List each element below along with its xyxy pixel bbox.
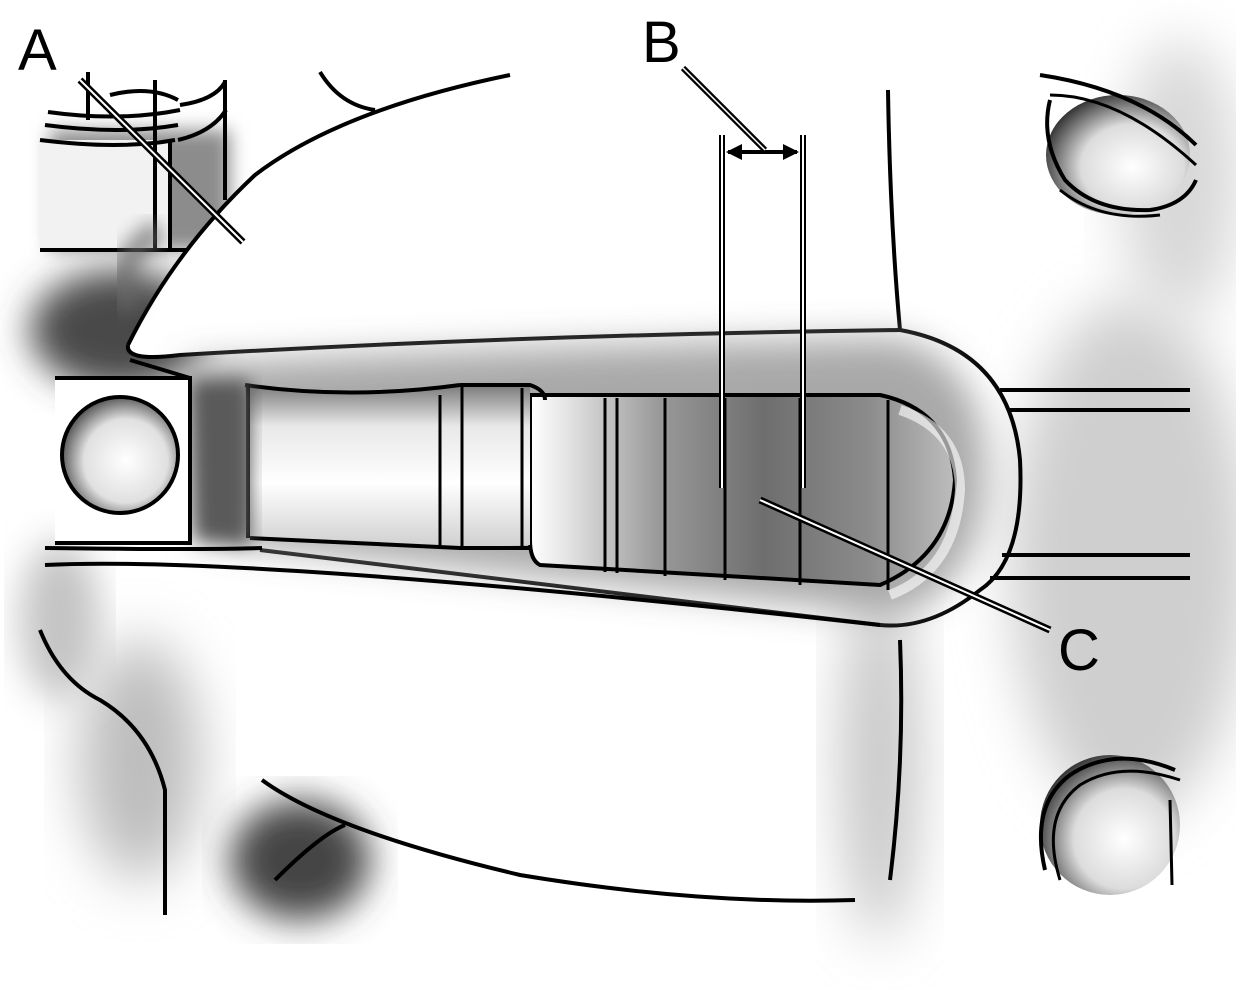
slot-bands [603, 398, 890, 590]
upper-right-hole [1039, 73, 1198, 218]
plunger-shaft [244, 383, 547, 550]
callout-label-a: A [18, 18, 57, 83]
lower-housing [38, 561, 904, 915]
callout-label-c: C [1058, 618, 1100, 683]
left-bracket [44, 358, 263, 551]
lower-right-hole [1038, 755, 1181, 895]
leader-lines [77, 65, 1052, 634]
dimension-b [719, 135, 806, 488]
housing-lobe [112, 73, 901, 359]
callout-label-b: B [642, 10, 681, 75]
right-housing [259, 89, 1190, 628]
